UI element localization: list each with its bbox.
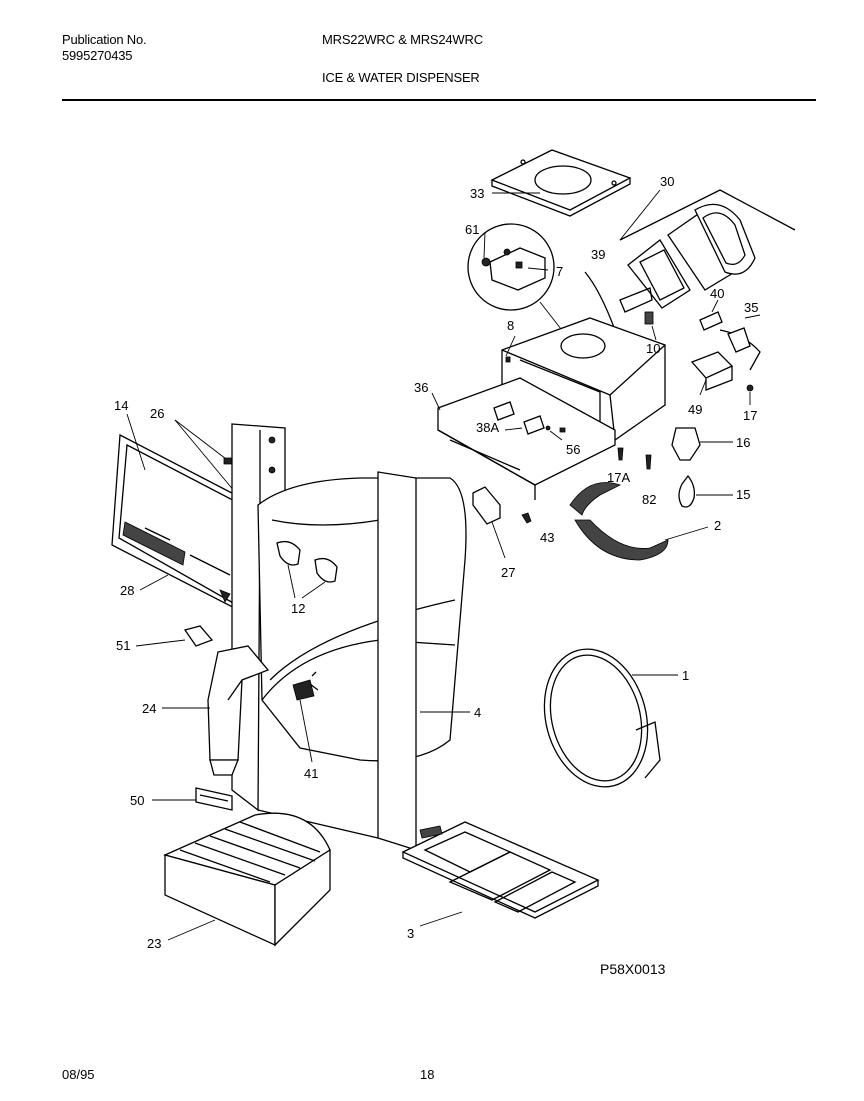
part-15-lamp [678,474,733,508]
label-part-40: 40 [710,286,724,301]
label-part-49: 49 [688,402,702,417]
label-part-3: 3 [407,926,414,941]
label-part-26: 26 [150,406,164,421]
part-labels: 33 30 61 39 7 40 35 8 10 36 49 17 14 26 … [114,174,758,951]
label-part-51: 51 [116,638,130,653]
label-part-16: 16 [736,435,750,450]
part-30-chute-door [619,189,796,309]
part-24-arm [162,645,270,776]
part-41-spring [292,671,319,763]
part-49-switch [690,351,754,405]
part-7-61-detail [467,223,569,339]
label-part-15: 15 [736,487,750,502]
label-part-33: 33 [470,186,484,201]
label-part-10: 10 [646,341,660,356]
part-27-bracket [472,486,506,559]
page-number: 18 [420,1067,435,1082]
label-part-56: 56 [566,442,580,457]
part-51-clip [135,625,214,647]
label-part-12: 12 [291,601,305,616]
label-part-14: 14 [114,398,128,413]
label-part-38a: 38A [476,420,499,435]
section-title: ICE & WATER DISPENSER [322,70,480,85]
label-part-28: 28 [120,583,134,598]
part-50-pad [152,787,233,811]
label-part-36: 36 [414,380,428,395]
part-12-clips [276,540,338,599]
figure-code: P58X0013 [600,961,666,977]
label-part-35: 35 [744,300,758,315]
label-part-61: 61 [465,222,479,237]
publication-number: 5995270435 [62,48,133,63]
label-part-24: 24 [142,701,156,716]
part-2-wire [569,482,709,561]
publication-label: Publication No. [62,32,147,47]
label-part-7: 7 [556,264,563,279]
part-17a-82-43-screws [521,447,652,524]
label-part-43: 43 [540,530,554,545]
label-part-17a: 17A [607,470,630,485]
part-3-heater [401,821,600,927]
part-16-socket [671,427,733,461]
model-numbers: MRS22WRC & MRS24WRC [322,32,483,47]
label-part-1: 1 [682,668,689,683]
label-part-17: 17 [743,408,757,423]
label-part-23: 23 [147,936,161,951]
label-part-41: 41 [304,766,318,781]
part-33-cover-plate [490,149,632,217]
label-part-27: 27 [501,565,515,580]
label-part-8: 8 [507,318,514,333]
part-1-tube [543,648,678,788]
part-38a-56-buttons [493,401,563,441]
label-part-82: 82 [642,492,656,507]
label-part-2: 2 [714,518,721,533]
label-part-30: 30 [660,174,674,189]
part-39-wire-harness [584,271,761,371]
label-part-50: 50 [130,793,144,808]
header-rule [62,99,816,101]
label-part-39: 39 [591,247,605,262]
part-4-tub [257,471,470,851]
footer-date: 08/95 [62,1067,95,1082]
part-23-drip-tray [163,812,331,947]
label-part-4: 4 [474,705,481,720]
